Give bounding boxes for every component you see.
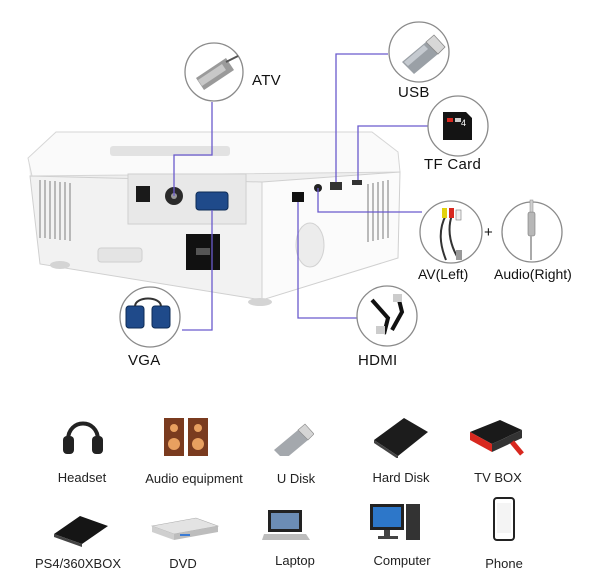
hard-disk-icon: [374, 418, 428, 458]
usb-label: USB: [398, 84, 430, 101]
vga-circle: [119, 286, 181, 348]
tf-card-label: TF Card: [424, 156, 482, 173]
hdmi-cable-icon: [370, 294, 405, 335]
atv-label: ATV: [252, 72, 281, 89]
phone-label: Phone: [485, 556, 523, 571]
dvd-icon: [150, 517, 220, 540]
tv-box-icon: [470, 420, 524, 456]
usb-stick-icon: [402, 34, 446, 74]
audio-equipment-icon: [164, 418, 208, 456]
left-vent: [39, 180, 71, 241]
vga-label: VGA: [128, 352, 161, 369]
u-disk-icon: [274, 423, 314, 456]
connector-lines: [173, 53, 428, 331]
hdmi-label: HDMI: [358, 352, 398, 369]
plus-sign: +: [484, 224, 494, 241]
av-left-label: AV(Left): [418, 266, 469, 282]
tv-box-label: TV BOX: [474, 470, 522, 485]
u-disk-label: U Disk: [276, 471, 316, 486]
laptop-icon: [262, 510, 310, 540]
ps4-label: PS4/360XBOX: [35, 556, 121, 571]
headset-icon: [63, 421, 103, 454]
av-cable-icon: [439, 208, 462, 261]
tf-card-chip-text: 4: [461, 118, 467, 128]
computer-label: Computer: [373, 553, 431, 568]
projector: [27, 131, 401, 306]
atv-plug-icon: [196, 55, 239, 90]
audio-jack-icon: [527, 199, 536, 260]
dvd-label: DVD: [169, 556, 197, 571]
laptop-label: Laptop: [275, 553, 315, 568]
ps4-icon: [54, 516, 108, 547]
phone-icon: [493, 497, 515, 541]
headset-label: Headset: [57, 470, 107, 485]
computer-icon: [370, 504, 420, 540]
tf-card-icon: [443, 112, 472, 140]
hard-disk-label: Hard Disk: [372, 470, 430, 485]
audio-right-label: Audio(Right): [494, 266, 572, 282]
av-circle: [419, 200, 483, 264]
vga-cable-icon: [125, 297, 171, 329]
projector-diagram: [27, 21, 563, 348]
audio-equipment-label: Audio equipment: [145, 471, 243, 486]
